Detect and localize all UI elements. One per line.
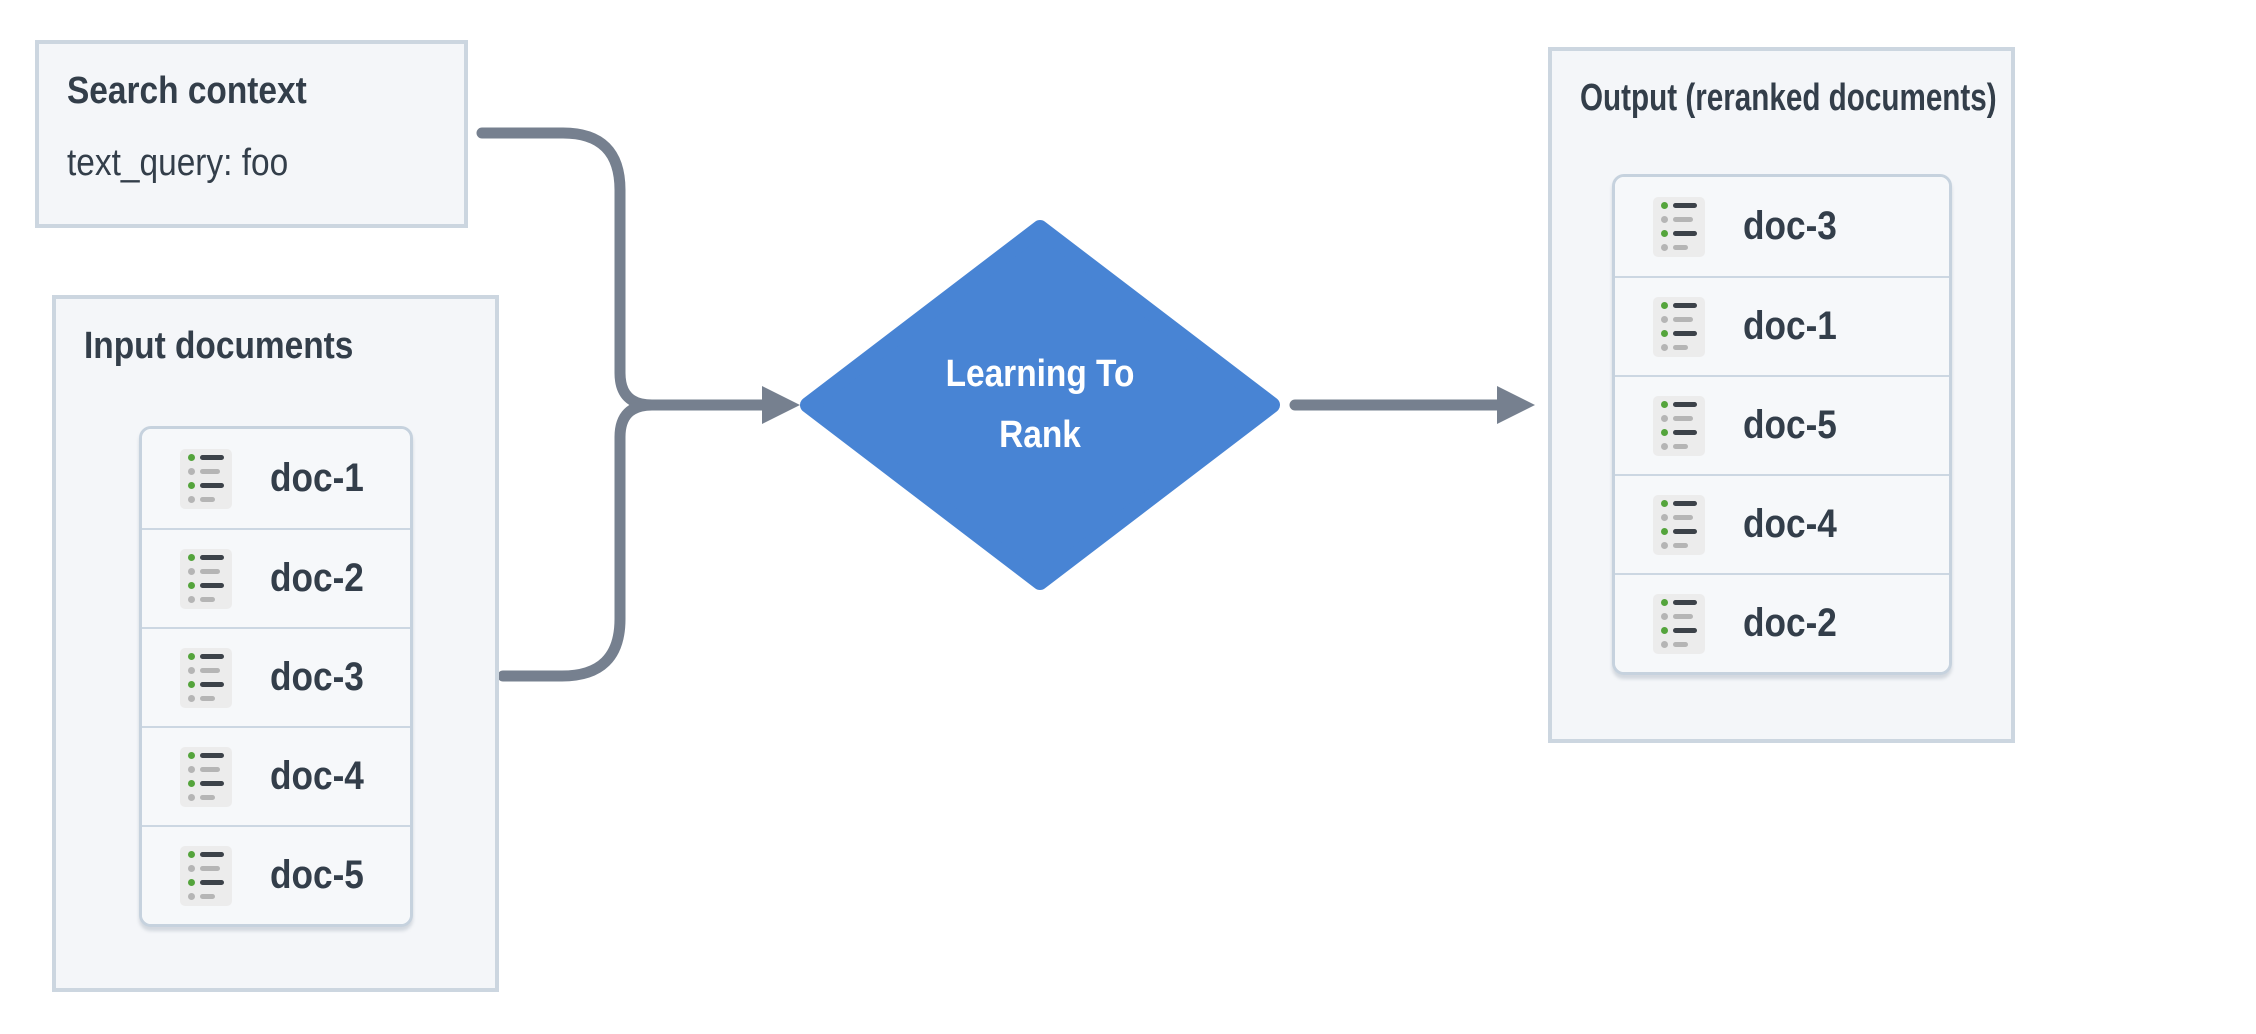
output-box: Output (reranked documents) doc-3 doc-1 … xyxy=(1548,47,2015,743)
connector-search-context-to-ltr xyxy=(476,127,768,411)
output-documents-list: doc-3 doc-1 doc-5 doc-4 xyxy=(1611,174,1952,675)
doc-row: doc-4 xyxy=(1614,474,1949,573)
doc-label: doc-1 xyxy=(270,456,377,501)
search-context-box: Search context text_query: foo xyxy=(35,40,468,228)
doc-label-text: doc-2 xyxy=(269,556,364,600)
doc-row: doc-2 xyxy=(141,528,410,627)
doc-label: doc-2 xyxy=(1743,601,1850,646)
text-query-value-text: text_query: foo xyxy=(67,142,289,184)
doc-label: doc-2 xyxy=(270,556,377,601)
search-context-title: Search context xyxy=(67,68,436,114)
doc-label-text: doc-2 xyxy=(1742,601,1837,645)
document-list-icon xyxy=(179,746,232,807)
doc-label: doc-4 xyxy=(270,754,377,799)
document-list-icon xyxy=(179,448,232,509)
doc-row: doc-5 xyxy=(1614,375,1949,474)
document-list-icon xyxy=(1652,395,1705,456)
search-context-title-text: Search context xyxy=(67,70,307,112)
text-query-value: text_query: foo xyxy=(67,140,436,186)
document-list-icon xyxy=(1652,494,1705,555)
doc-label: doc-5 xyxy=(1743,403,1850,448)
document-list-icon xyxy=(179,548,232,609)
doc-row: doc-3 xyxy=(141,627,410,726)
document-list-icon xyxy=(179,845,232,906)
doc-row: doc-3 xyxy=(1614,177,1949,276)
doc-row: doc-2 xyxy=(1614,573,1949,672)
output-title-text: Output (reranked documents) xyxy=(1580,77,1997,119)
arrowhead-into-output-icon xyxy=(1497,386,1535,424)
input-documents-title: Input documents xyxy=(84,323,467,369)
document-list-icon xyxy=(1652,196,1705,257)
output-title: Output (reranked documents) xyxy=(1580,75,1997,121)
doc-row: doc-4 xyxy=(141,726,410,825)
doc-label-text: doc-1 xyxy=(269,456,364,500)
document-list-icon xyxy=(1652,296,1705,357)
doc-label-text: doc-4 xyxy=(269,754,364,798)
doc-label-text: doc-4 xyxy=(1742,502,1837,546)
input-documents-title-text: Input documents xyxy=(84,325,354,367)
doc-label-text: doc-5 xyxy=(269,853,364,897)
doc-label-text: doc-3 xyxy=(1742,204,1837,248)
doc-row: doc-1 xyxy=(141,429,410,528)
doc-label: doc-5 xyxy=(270,853,377,898)
learning-to-rank-diamond xyxy=(800,220,1280,590)
input-documents-list: doc-1 doc-2 doc-3 doc-4 xyxy=(138,426,413,927)
connector-input-documents-to-ltr xyxy=(497,399,658,682)
document-list-icon xyxy=(179,647,232,708)
doc-label-text: doc-3 xyxy=(269,655,364,699)
doc-label-text: doc-5 xyxy=(1742,403,1837,447)
input-documents-box: Input documents doc-1 doc-2 doc-3 xyxy=(52,295,499,992)
doc-label: doc-3 xyxy=(270,655,377,700)
doc-row: doc-5 xyxy=(141,825,410,924)
doc-row: doc-1 xyxy=(1614,276,1949,375)
doc-label: doc-3 xyxy=(1743,204,1850,249)
diamond-shape xyxy=(800,220,1280,590)
document-list-icon xyxy=(1652,593,1705,654)
doc-label-text: doc-1 xyxy=(1742,304,1837,348)
learning-to-rank-label: Learning To Rank xyxy=(945,353,1135,456)
doc-label: doc-4 xyxy=(1743,502,1850,547)
doc-label: doc-1 xyxy=(1743,304,1850,349)
learning-to-rank-label-wrap: Learning To Rank xyxy=(790,215,1290,595)
